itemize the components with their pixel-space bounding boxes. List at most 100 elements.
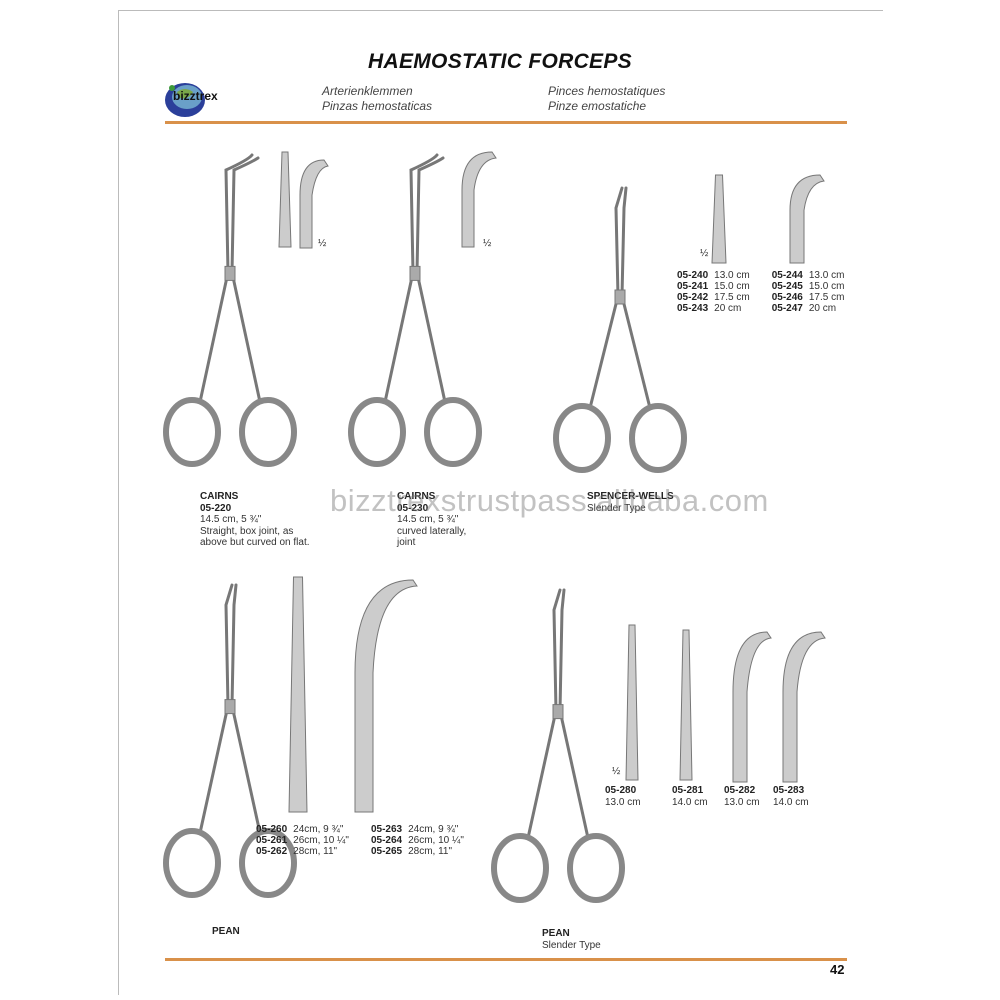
jaw-detail	[354, 579, 418, 813]
svg-text:bizztrex: bizztrex	[173, 89, 218, 103]
scale-label: ½	[612, 766, 621, 777]
product-size: 26cm, 10 ¼"	[408, 835, 464, 846]
product-code: 05-244	[771, 270, 803, 281]
watermark: bizztrexstrustpass.alibaba.com	[330, 483, 769, 518]
jaw	[558, 588, 590, 840]
jaw	[526, 588, 562, 840]
jaw	[620, 186, 652, 410]
product-code: 05-265	[370, 846, 403, 857]
product-size: 13.0 cm	[724, 796, 760, 808]
product-code: 05-240	[677, 270, 709, 281]
jaw	[230, 583, 262, 835]
jaw-detail	[299, 159, 329, 249]
product-subtitle: Slender Type	[587, 502, 646, 514]
product-code: 05-242	[677, 292, 709, 303]
header-divider	[165, 121, 847, 124]
product-size: 20 cm	[714, 303, 742, 314]
box-joint	[614, 289, 626, 305]
product-desc: curved laterally,	[397, 525, 467, 537]
translation-es: Pinzas hemostaticas	[322, 99, 433, 113]
product-code: 05-241	[677, 281, 709, 292]
scale-label: ½	[318, 238, 327, 249]
scale-label: ½	[483, 238, 492, 249]
finger-ring	[424, 397, 482, 467]
product-subtitle: Slender Type	[542, 939, 601, 951]
product-code: 05-245	[771, 281, 803, 292]
scale-label: ½	[700, 248, 709, 259]
product-code: 05-262	[256, 846, 288, 857]
finger-ring	[239, 397, 297, 467]
jaw	[588, 186, 624, 410]
jaw	[383, 153, 439, 404]
bizztrex-logo: bizztrex	[165, 83, 218, 117]
pean-slender-label: PEAN Slender Type	[542, 928, 601, 951]
code-row: 05-243 20 cm 05-247 20 cm	[677, 303, 850, 314]
product-desc: Straight, box joint, as	[200, 525, 294, 537]
product-size: 14.5 cm, 5 ¾"	[397, 514, 459, 525]
box-joint	[224, 699, 236, 715]
cairns-curved-forceps-image	[348, 153, 482, 467]
product-size: 17.5 cm	[714, 292, 750, 303]
product-size: 13.0 cm	[808, 270, 845, 281]
finger-ring	[239, 828, 297, 898]
product-code: 05-283	[773, 785, 805, 796]
product-code: 05-260	[256, 824, 288, 835]
cairns-straight-forceps-image	[163, 153, 297, 467]
product-size: 26cm, 10 ¼"	[293, 835, 349, 846]
finger-ring	[567, 833, 625, 903]
product-size: 15.0 cm	[714, 281, 750, 292]
product-code: 05-280	[605, 785, 637, 796]
product-size: 14.0 cm	[773, 796, 809, 808]
jaw-detail	[625, 624, 639, 781]
product-size: 28cm, 11"	[293, 846, 338, 857]
product-desc: above but curved on flat.	[200, 537, 310, 548]
jaw-detail	[679, 629, 693, 781]
product-size: 13.0 cm	[605, 796, 641, 808]
product-code: 05-243	[677, 303, 709, 314]
finger-ring	[348, 397, 406, 467]
footer-divider	[165, 958, 847, 961]
jaw	[198, 153, 254, 404]
jaw-detail	[288, 576, 308, 813]
product-code: 05-261	[256, 835, 288, 846]
product-size: 14.0 cm	[672, 796, 708, 808]
jaw	[415, 156, 447, 404]
box-joint	[224, 265, 236, 281]
product-code: 05-247	[771, 303, 803, 314]
jaw-detail	[711, 174, 727, 264]
cairns-straight-label: CAIRNS 05-220 14.5 cm, 5 ¾" Straight, bo…	[200, 491, 310, 549]
product-size: 24cm, 9 ¾"	[293, 824, 344, 835]
jaw-detail	[782, 631, 826, 783]
jaw-detail	[278, 151, 292, 248]
jaw-detail	[461, 151, 497, 248]
product-size: 20 cm	[808, 303, 837, 314]
product-name: CAIRNS	[200, 491, 239, 502]
product-size: 14.5 cm, 5 ¾"	[200, 514, 262, 525]
page-title: HAEMOSTATIC FORCEPS	[368, 50, 632, 73]
pean-slender-forceps-image	[491, 588, 625, 903]
pean-forceps-image	[163, 583, 297, 898]
product-size: 13.0 cm	[714, 270, 750, 281]
cairns-curved-label: CAIRNS 05-230 14.5 cm, 5 ¾" curved later…	[397, 491, 466, 549]
product-code: 05-246	[771, 292, 803, 303]
product-name: PEAN	[542, 928, 570, 939]
jaw-detail	[732, 631, 772, 783]
pean-label: PEAN	[212, 926, 240, 938]
translation-de: Arterienklemmen	[322, 84, 413, 98]
translation-fr: Pinces hemostatiques	[548, 84, 666, 98]
jaw	[198, 583, 234, 835]
translation-it: Pinze emostatiche	[548, 99, 647, 113]
spencer-wells-code-table: 05-240 13.0 cm 05-244 13.0 cm 05-241 15.0 cm 0…	[677, 270, 850, 314]
spencer-wells-forceps-image	[553, 186, 687, 473]
product-desc: joint	[397, 537, 416, 548]
jaw-detail	[789, 174, 825, 264]
